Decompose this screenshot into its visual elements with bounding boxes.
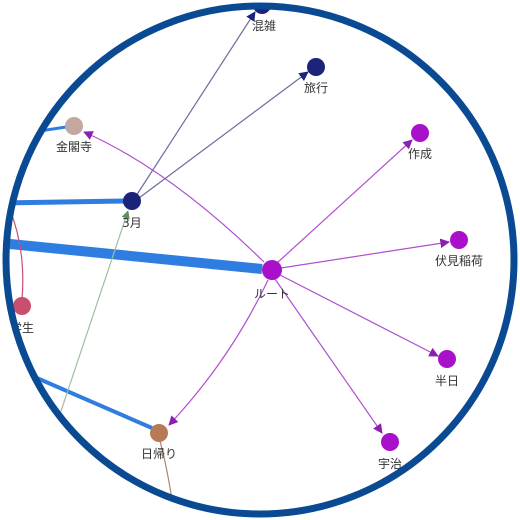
node-hannichi[interactable]: 半日 [435, 350, 459, 388]
edge-route-uji [274, 278, 383, 434]
edge-offscreen-route [8, 238, 263, 274]
node-fushimi[interactable]: 伏見稲荷 [435, 231, 483, 268]
edge-route-sakusei [276, 139, 413, 264]
node-label-route: ルート [254, 287, 290, 301]
node-label-kinkakuji: 金閣寺 [56, 139, 92, 154]
node-uji[interactable]: 宇治 [378, 433, 402, 471]
edge-route-kinkakuji [83, 131, 265, 263]
node-label-fushimi: 伏見稲荷 [435, 254, 483, 268]
edge-offscreen-3gatsu-green [57, 210, 130, 421]
edge-route-fushimi [280, 238, 450, 269]
edge-offscreen-gakusei [9, 209, 24, 301]
node-label-hannichi: 半日 [435, 374, 459, 388]
edge-route-hannichi [279, 274, 439, 357]
node-higaeri[interactable]: 日帰り [141, 424, 177, 461]
node-label-uji: 宇治 [378, 457, 402, 471]
node-ryoko[interactable]: 旅行 [304, 58, 328, 95]
node-label-sakusei: 作成 [408, 147, 432, 161]
edge-offscreen-3gatsu [8, 198, 125, 206]
node-3gatsu[interactable]: 3月 [122, 192, 142, 230]
edge-route-higaeri [168, 279, 269, 426]
node-sakusei[interactable]: 作成 [408, 124, 432, 161]
node-label-higaeri: 日帰り [141, 447, 177, 461]
edge-offscreen-higaeri [29, 373, 153, 430]
edge-3gatsu-kotsu [135, 11, 256, 197]
node-label-ryoko: 旅行 [304, 81, 328, 95]
node-route[interactable]: ルート [254, 260, 290, 301]
node-kinkakuji[interactable]: 金閣寺 [56, 117, 92, 154]
node-label-kotsu: 混雑 [252, 18, 276, 33]
edge-3gatsu-ryoko [138, 71, 309, 199]
node-label-3gatsu: 3月 [122, 216, 142, 230]
